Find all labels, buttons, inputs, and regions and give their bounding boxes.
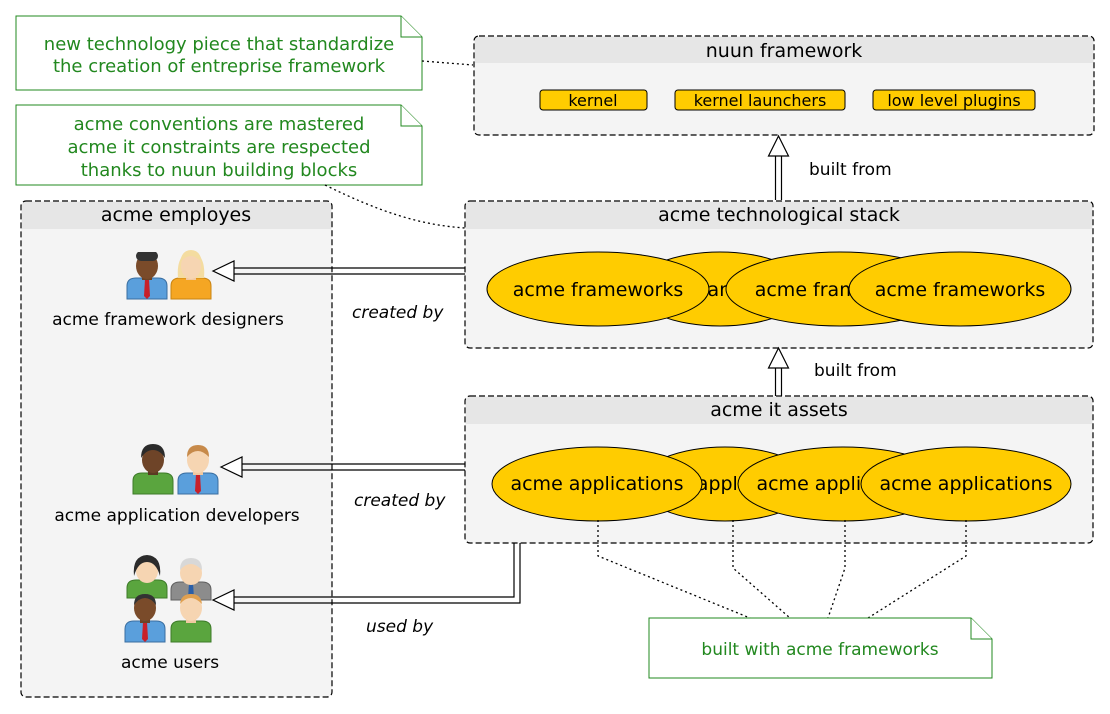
note-standardize-line-1: new technology piece that standardize	[44, 34, 394, 55]
arrow-assets-used-by-users	[211, 543, 521, 611]
person-icon	[126, 555, 168, 599]
package-nuun-framework: nuun framework kernel kernel launchers l…	[473, 35, 1095, 136]
component-kernel: kernel	[539, 89, 648, 111]
arrow-assets-created-by-developers	[219, 456, 465, 478]
usecase-acme-frameworks-3-label: acme frameworks	[875, 279, 1046, 301]
person-icon	[170, 250, 212, 300]
note-standardize-connector	[421, 60, 474, 66]
label-assets-built-from: built from	[814, 361, 897, 381]
usecase-acme-frameworks-3: acme frameworks	[848, 251, 1072, 327]
note-conventions-connector	[324, 184, 466, 229]
person-icon	[126, 252, 168, 300]
person-icon	[170, 558, 212, 601]
component-kernel-launchers: kernel launchers	[674, 89, 846, 111]
label-stack-built-from: built from	[809, 160, 892, 180]
actor-application-developers-label: acme application developers	[54, 506, 299, 526]
person-icon	[177, 445, 219, 495]
usecase-acme-applications-0: acme applications	[491, 446, 703, 522]
note-built-with: built with acme frameworks	[648, 617, 993, 679]
note-standardize-line-2: the creation of entreprise framework	[53, 56, 386, 77]
actor-users: acme users	[121, 555, 219, 673]
arrow-stack-created-by-designers	[211, 260, 465, 282]
component-kernel-label: kernel	[568, 91, 617, 110]
person-icon	[170, 594, 212, 643]
actor-framework-designers: acme framework designers	[52, 250, 284, 330]
label-designers-created-by: created by	[352, 303, 444, 323]
arrow-assets-to-stack	[767, 346, 790, 396]
actor-users-label: acme users	[121, 653, 219, 673]
usecase-acme-applications-0-label: acme applications	[510, 473, 683, 495]
actor-framework-designers-label: acme framework designers	[52, 310, 284, 330]
component-low-level-plugins: low level plugins	[872, 89, 1036, 111]
note-built-with-text: built with acme frameworks	[701, 640, 938, 660]
usecase-acme-frameworks-0-label: acme frameworks	[513, 279, 684, 301]
package-acme-it-assets: acme it assets acme applications acme ap…	[464, 395, 1094, 544]
person-icon	[132, 444, 174, 495]
label-users-used-by: used by	[366, 617, 434, 637]
package-assets-title: acme it assets	[710, 399, 848, 421]
arrow-stack-to-nuun	[767, 134, 790, 200]
package-nuun-title: nuun framework	[706, 40, 863, 62]
usecase-acme-applications-3-label: acme applications	[879, 473, 1052, 495]
component-low-level-plugins-label: low level plugins	[887, 91, 1020, 110]
note-standardize: new technology piece that standardize th…	[15, 15, 423, 91]
package-stack-title: acme technological stack	[658, 204, 900, 226]
person-icon	[124, 594, 166, 643]
note-conventions-line-3: thanks to nuun building blocks	[81, 160, 358, 181]
label-developers-created-by: created by	[354, 491, 446, 511]
usecase-acme-applications-3: acme applications	[860, 446, 1072, 522]
package-employes-title: acme employes	[101, 204, 251, 226]
note-conventions-line-1: acme conventions are mastered	[74, 114, 365, 135]
component-kernel-launchers-label: kernel launchers	[694, 91, 827, 110]
package-acme-employes: acme employes	[20, 200, 333, 698]
note-conventions-line-2: acme it constraints are respected	[67, 137, 370, 158]
package-acme-technological-stack: acme technological stack acme frameworks…	[464, 200, 1094, 349]
actor-application-developers: acme application developers	[54, 444, 300, 526]
usecase-acme-frameworks-0: acme frameworks	[486, 251, 710, 327]
note-conventions: acme conventions are mastered acme it co…	[15, 104, 423, 186]
note-built-with-connectors	[597, 520, 967, 619]
